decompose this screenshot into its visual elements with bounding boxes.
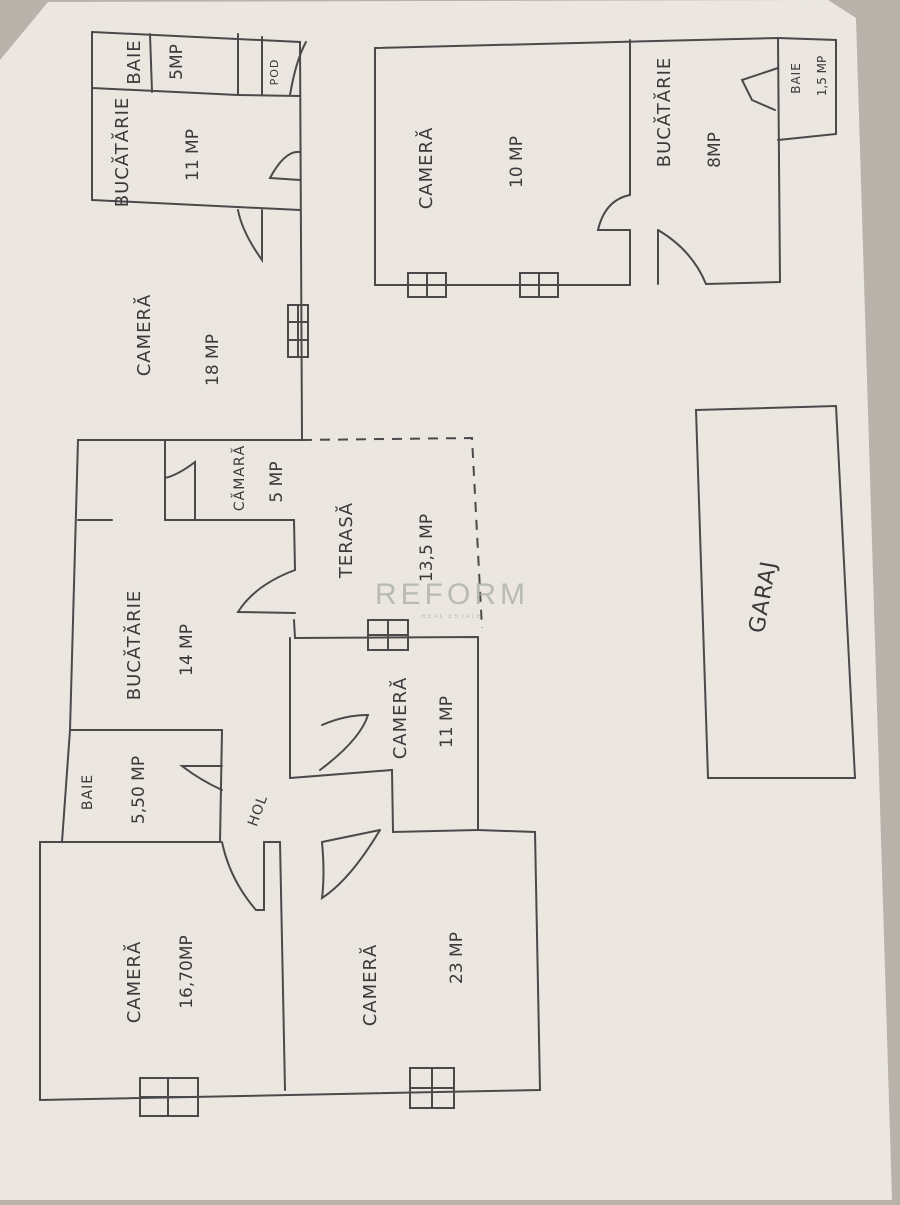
camera-23-label: CAMERĂ <box>359 944 381 1027</box>
camera-11-area: 11 MP <box>437 696 457 748</box>
bucatarie-top-label: BUCĂTĂRIE <box>111 97 133 208</box>
bucatarie-top-area: 11 MP <box>183 129 203 181</box>
camera-1670-label: CAMERĂ <box>123 941 145 1024</box>
watermark-brand: REFORM <box>375 578 529 611</box>
pod-label: POD <box>268 59 281 86</box>
camara-label: CĂMARĂ <box>230 445 248 511</box>
garage-outline <box>694 404 857 779</box>
bucatarie-8-label: BUCĂTĂRIE <box>653 57 675 168</box>
terasa-area: 13,5 MP <box>417 514 437 582</box>
camera-23-area: 23 MP <box>447 932 467 984</box>
camera-11-label: CAMERĂ <box>389 677 411 760</box>
terasa-label: TERASĂ <box>335 502 357 579</box>
camera-18-label: CAMERĂ <box>133 294 155 377</box>
camera-10-area: 10 MP <box>507 136 527 188</box>
camera-1670-area: 16,70MP <box>177 935 197 1009</box>
baie-15-label: BAIE <box>789 62 803 94</box>
baie-550-label: BAIE <box>80 774 96 810</box>
bucatarie-8-area: 8MP <box>705 132 725 168</box>
camera-18-area: 18 MP <box>203 334 223 386</box>
camera-10-label: CAMERĂ <box>415 127 437 210</box>
bucatarie-14-area: 14 MP <box>177 624 197 676</box>
watermark-tagline: REAL ESTATE <box>421 614 483 620</box>
baie-top-area: 5MP <box>167 44 187 80</box>
bucatarie-14-label: BUCĂTĂRIE <box>123 590 145 701</box>
baie-top-label: BAIE <box>124 39 145 84</box>
baie-550-area: 5,50 MP <box>129 756 149 824</box>
camara-area: 5 MP <box>267 461 287 502</box>
right-house-walls <box>374 36 837 298</box>
baie-15-area: 1,5 MP <box>815 56 829 97</box>
terrace-outline <box>301 436 483 629</box>
left-house-walls <box>39 31 542 1117</box>
